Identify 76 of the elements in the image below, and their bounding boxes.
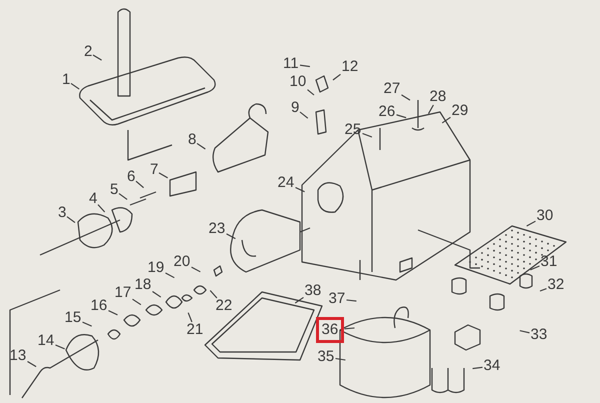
callout-number: 30 <box>536 208 554 224</box>
leader-line <box>344 327 355 330</box>
leader-line <box>152 291 162 298</box>
leader-line <box>108 310 118 316</box>
callout-number: 29 <box>450 103 470 119</box>
callout-number: 8 <box>187 132 198 148</box>
leader-line <box>118 193 128 200</box>
leader-line <box>520 330 530 334</box>
callout-number: 26 <box>378 104 396 120</box>
callout-number: 19 <box>146 260 166 276</box>
leader-line <box>307 89 314 96</box>
callout-number: 34 <box>482 358 502 374</box>
leader-line <box>66 216 76 224</box>
callout-number: 18 <box>134 277 152 293</box>
leader-line <box>362 132 372 138</box>
leader-line <box>226 233 236 240</box>
callout-number: 14 <box>36 333 56 349</box>
callout-number: 12 <box>340 59 360 75</box>
callout-number: 13 <box>8 348 28 364</box>
leader-line <box>401 94 410 101</box>
leader-line <box>526 220 536 226</box>
leader-line <box>132 298 142 306</box>
callout-number: 38 <box>304 283 322 299</box>
callout-number: 3 <box>57 205 68 221</box>
leader-line <box>196 142 206 150</box>
callout-number: 4 <box>88 191 98 207</box>
leader-line <box>442 116 451 124</box>
leader-line <box>82 322 92 327</box>
leader-line <box>191 266 201 272</box>
callout-number: 5 <box>109 182 120 198</box>
callout-number: 22 <box>214 298 234 314</box>
callout-number: 33 <box>530 327 548 343</box>
callout-number: 32 <box>546 277 566 293</box>
leader-line <box>472 366 483 370</box>
leader-line <box>332 74 341 80</box>
callout-number: 17 <box>114 285 132 301</box>
callout-number: 36 <box>316 317 344 343</box>
leader-line <box>92 54 102 61</box>
leader-line <box>165 272 175 278</box>
leader-line <box>70 82 80 90</box>
callout-number: 37 <box>328 291 346 307</box>
callout-number: 20 <box>172 254 192 270</box>
callout-number: 35 <box>316 349 336 365</box>
callout-number: 28 <box>428 89 448 105</box>
callout-number: 2 <box>83 44 94 60</box>
callout-number: 24 <box>276 175 296 191</box>
leader-line <box>300 112 308 119</box>
leader-line <box>346 299 356 302</box>
leader-line <box>428 104 434 114</box>
leader-line <box>158 172 168 178</box>
callout-number: 23 <box>208 221 226 237</box>
callout-number: 1 <box>61 72 72 88</box>
leader-line <box>210 290 218 298</box>
callout-number: 25 <box>344 122 362 138</box>
callout-number: 31 <box>540 254 558 270</box>
callout-number: 21 <box>186 322 204 338</box>
callout-number: 7 <box>149 162 160 178</box>
callout-number: 10 <box>288 74 308 90</box>
leader-line <box>396 114 406 118</box>
leader-line <box>188 312 192 322</box>
leader-line <box>27 361 36 368</box>
leader-line <box>530 266 540 270</box>
leader-line <box>295 187 305 192</box>
callout-number: 11 <box>282 56 300 72</box>
leader-line <box>300 64 310 68</box>
callout-number: 27 <box>382 81 402 97</box>
callout-number: 16 <box>90 298 108 314</box>
leader-line <box>294 296 304 304</box>
callout-number: 9 <box>290 100 300 116</box>
leader-line <box>335 358 346 361</box>
leader-line <box>136 180 144 188</box>
leader-line <box>55 344 65 350</box>
leader-line <box>540 288 547 292</box>
callout-number: 15 <box>64 310 82 326</box>
leader-line <box>98 204 106 212</box>
callout-number: 6 <box>126 169 136 185</box>
